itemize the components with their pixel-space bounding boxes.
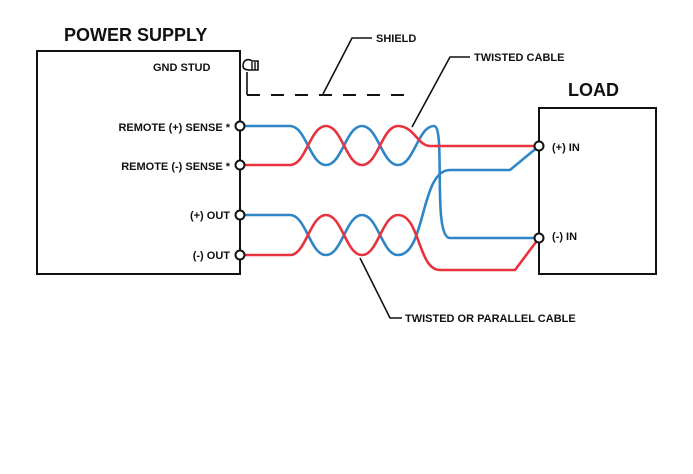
minus-in-terminal xyxy=(533,232,545,244)
twisted-or-parallel-cable-callout-label: TWISTED OR PARALLEL CABLE xyxy=(405,313,576,325)
twisted-cable-callout-label: TWISTED CABLE xyxy=(474,52,564,64)
load-title: LOAD xyxy=(568,80,619,100)
plus-in-terminal xyxy=(533,140,545,152)
minus-out-label: (-) OUT xyxy=(193,250,231,262)
remote-plus-sense-wire xyxy=(238,124,541,240)
minus-out-terminal xyxy=(234,249,246,261)
load-box xyxy=(538,107,657,275)
remote-minus-sense-terminal xyxy=(234,159,246,171)
power-supply-title: POWER SUPPLY xyxy=(64,25,207,45)
shield-callout-leader xyxy=(322,37,372,95)
remote-plus-sense-label: REMOTE (+) SENSE * xyxy=(118,122,230,134)
remote-plus-sense-terminal xyxy=(234,120,246,132)
gnd-stud-label: GND STUD xyxy=(153,62,211,74)
plus-in-label: (+) IN xyxy=(552,142,580,154)
remote-minus-sense-wire xyxy=(238,124,541,167)
plus-out-terminal xyxy=(234,209,246,221)
twisted-or-parallel-cable-callout-leader xyxy=(359,257,402,319)
minus-out-wire xyxy=(238,213,541,272)
minus-in-label: (-) IN xyxy=(552,231,577,243)
gnd-stud-icon xyxy=(242,58,259,71)
twisted-cable-callout-leader xyxy=(411,56,470,128)
remote-minus-sense-label: REMOTE (-) SENSE * xyxy=(121,161,231,173)
plus-out-wire xyxy=(238,144,541,257)
shield-callout-label: SHIELD xyxy=(376,33,416,45)
plus-out-label: (+) OUT xyxy=(190,210,230,222)
